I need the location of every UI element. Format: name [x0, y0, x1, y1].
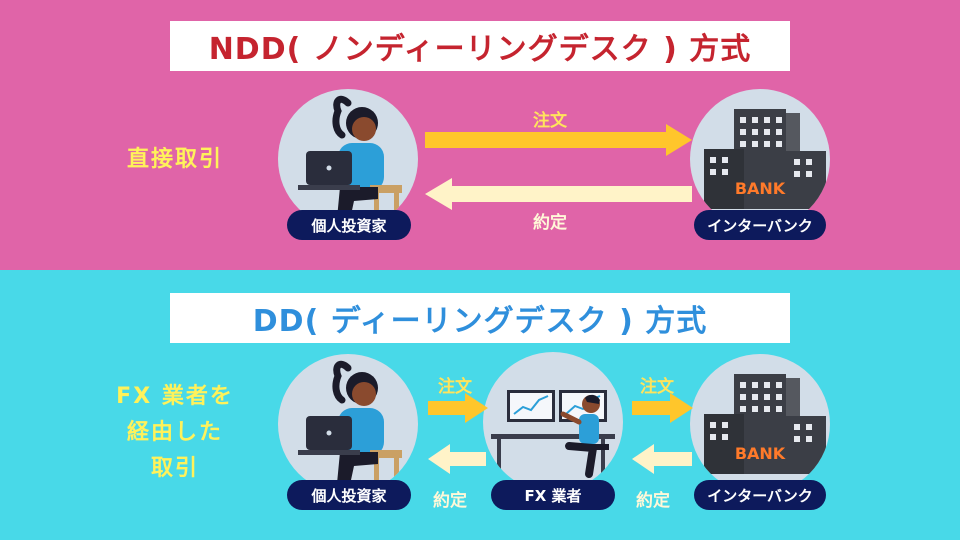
ndd-arrows	[425, 124, 692, 210]
dd-order-label-left: 注文	[438, 377, 472, 397]
ndd-contract-label: 約定	[533, 213, 567, 233]
ndd-side-label: 直接取引	[126, 147, 223, 172]
dd-investor-illustration	[278, 354, 418, 494]
bank-sign: BANK	[734, 179, 786, 198]
bank-building-icon	[704, 374, 826, 474]
dd-arrows	[428, 393, 693, 474]
dd-broker-illustration	[483, 352, 623, 492]
dd-order-arrow-left	[428, 393, 488, 423]
dd-title: DD( ディーリングデスク ) 方式	[170, 293, 790, 343]
bank-building-icon	[704, 109, 826, 209]
dd-order-label-right: 注文	[640, 377, 674, 397]
ndd-panel: NDD( ノンディーリングデスク ) 方式 直接取引 個人投資家	[0, 0, 960, 270]
dd-contract-arrow-right	[632, 444, 692, 474]
dd-side-line-1: FX 業者を	[116, 384, 234, 409]
trader-desk-icon	[491, 390, 615, 484]
ndd-investor-pill: 個人投資家	[287, 210, 411, 240]
dd-order-arrow-right	[632, 393, 693, 423]
ndd-title: NDD( ノンディーリングデスク ) 方式	[170, 21, 790, 71]
dd-bank-illustration: BANK	[690, 354, 830, 494]
ndd-bank-pill: インターバンク	[694, 210, 826, 240]
dd-bank-pill: インターバンク	[694, 480, 826, 510]
dd-contract-label-left: 約定	[433, 491, 467, 511]
ndd-investor-illustration	[278, 89, 418, 229]
dd-contract-arrow-left	[428, 444, 486, 474]
dd-side-label: FX 業者を 経由した 取引	[100, 379, 250, 487]
investor-person-icon	[298, 95, 402, 229]
dd-contract-label-right: 約定	[636, 491, 670, 511]
ndd-contract-arrow	[425, 178, 692, 210]
dd-investor-pill: 個人投資家	[287, 480, 411, 510]
bank-sign: BANK	[734, 444, 786, 463]
dd-side-line-3: 取引	[150, 456, 199, 481]
dd-broker-pill: FX 業者	[491, 480, 615, 510]
dd-panel: DD( ディーリングデスク ) 方式 FX 業者を 経由した 取引 個人投資家	[0, 270, 960, 540]
ndd-bank-illustration: BANK	[690, 89, 830, 229]
ndd-order-arrow	[425, 124, 692, 156]
dd-side-line-2: 経由した	[126, 420, 223, 445]
ndd-order-label: 注文	[533, 111, 567, 131]
investor-person-icon	[298, 360, 402, 494]
